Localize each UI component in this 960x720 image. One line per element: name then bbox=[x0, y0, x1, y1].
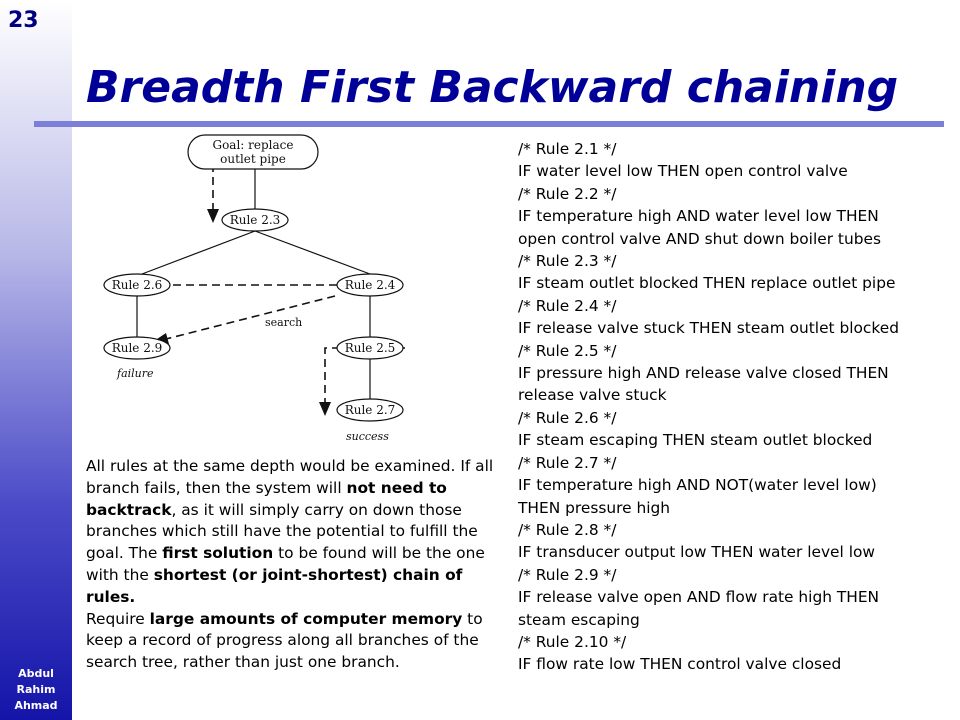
node-rule-2-5-label: Rule 2.5 bbox=[345, 341, 396, 355]
body-p4: Require bbox=[86, 609, 150, 628]
rule-line: IF steam escaping THEN steam outlet bloc… bbox=[518, 431, 873, 450]
rule-line: /* Rule 2.7 */ bbox=[518, 453, 617, 472]
author-first: Abdul bbox=[18, 667, 54, 680]
node-rule-2-9 bbox=[103, 336, 171, 360]
explanation-text: All rules at the same depth would be exa… bbox=[86, 456, 498, 674]
arrow-to-rule-2-7 bbox=[319, 402, 331, 416]
node-rule-2-4 bbox=[336, 273, 404, 297]
rule-line: THEN pressure high bbox=[518, 498, 671, 517]
rule-line: /* Rule 2.4 */ bbox=[518, 296, 617, 315]
rule-line: /* Rule 2.1 */ bbox=[518, 140, 617, 158]
body-p3: to be found will be the one with the bbox=[86, 544, 485, 584]
slide-title: Breadth First Backward chaining bbox=[86, 62, 899, 113]
rule-line: IF release valve stuck THEN steam outlet… bbox=[518, 319, 900, 338]
rule-line: /* Rule 2.8 */ bbox=[518, 520, 617, 539]
rule-line: IF water level low THEN open control val… bbox=[518, 162, 848, 181]
body-b4: large amounts of computer memory bbox=[149, 609, 463, 628]
search-tree-diagram: Goal: replace outlet pipe Rule 2.3 Rule … bbox=[103, 134, 405, 443]
goal-node bbox=[187, 134, 319, 170]
rule-line: open control valve AND shut down boiler … bbox=[518, 229, 881, 248]
node-rule-2-7 bbox=[336, 398, 404, 422]
node-rule-2-4-label: Rule 2.4 bbox=[345, 278, 396, 292]
rule-line: IF steam outlet blocked THEN replace out… bbox=[518, 274, 896, 293]
rule-line: /* Rule 2.5 */ bbox=[518, 341, 617, 360]
rule-line: steam escaping bbox=[518, 610, 640, 629]
goal-line-1: Goal: replace bbox=[213, 138, 294, 152]
rule-line: /* Rule 2.3 */ bbox=[518, 252, 617, 271]
goal-line-2: outlet pipe bbox=[220, 152, 286, 166]
author-name: Abdul Rahim Ahmad bbox=[0, 666, 72, 714]
rule-line: /* Rule 2.2 */ bbox=[518, 184, 617, 203]
rules-list: /* Rule 2.1 */ IF water level low THEN o… bbox=[518, 138, 948, 676]
search-label: search bbox=[265, 316, 302, 329]
rule-line: /* Rule 2.9 */ bbox=[518, 565, 617, 584]
author-last: Ahmad bbox=[14, 699, 58, 712]
rule-line: IF flow rate low THEN control valve clos… bbox=[518, 655, 842, 674]
rule-line: release valve stuck bbox=[518, 386, 667, 405]
node-rule-2-6 bbox=[103, 273, 171, 297]
body-p5: to keep a record of progress along all b… bbox=[86, 609, 483, 672]
author-middle: Rahim bbox=[16, 683, 56, 696]
body-b2: first solution bbox=[162, 544, 274, 563]
node-rule-2-3 bbox=[221, 208, 289, 232]
node-rule-2-6-label: Rule 2.6 bbox=[112, 278, 163, 292]
rule-line: /* Rule 2.10 */ bbox=[518, 632, 627, 651]
node-rule-2-7-label: Rule 2.7 bbox=[345, 403, 396, 417]
slide-number: 23 bbox=[8, 8, 39, 33]
rule-line: /* Rule 2.6 */ bbox=[518, 408, 617, 427]
body-p2: , as it will simply carry on down those … bbox=[86, 500, 478, 563]
node-rule-2-5 bbox=[336, 336, 404, 360]
success-label: success bbox=[346, 430, 389, 443]
rule-line: IF release valve open AND flow rate high… bbox=[518, 588, 880, 607]
body-b3: shortest (or joint-shortest) chain of ru… bbox=[86, 565, 463, 606]
rule-line: IF transducer output low THEN water leve… bbox=[518, 543, 875, 562]
rule-line: IF pressure high AND release valve close… bbox=[518, 364, 889, 383]
body-b1: not need to backtrack bbox=[86, 478, 447, 519]
rule-line: IF temperature high AND NOT(water level … bbox=[518, 476, 877, 495]
node-rule-2-9-label: Rule 2.9 bbox=[112, 341, 163, 355]
arrow-to-rule-2-3 bbox=[207, 209, 219, 223]
sidebar-bar: 23 Abdul Rahim Ahmad bbox=[0, 0, 72, 720]
failure-label: failure bbox=[116, 367, 154, 380]
body-p1: All rules at the same depth would be exa… bbox=[86, 457, 494, 497]
title-underline bbox=[34, 121, 944, 127]
rule-line: IF temperature high AND water level low … bbox=[518, 207, 879, 226]
node-rule-2-3-label: Rule 2.3 bbox=[230, 213, 281, 227]
